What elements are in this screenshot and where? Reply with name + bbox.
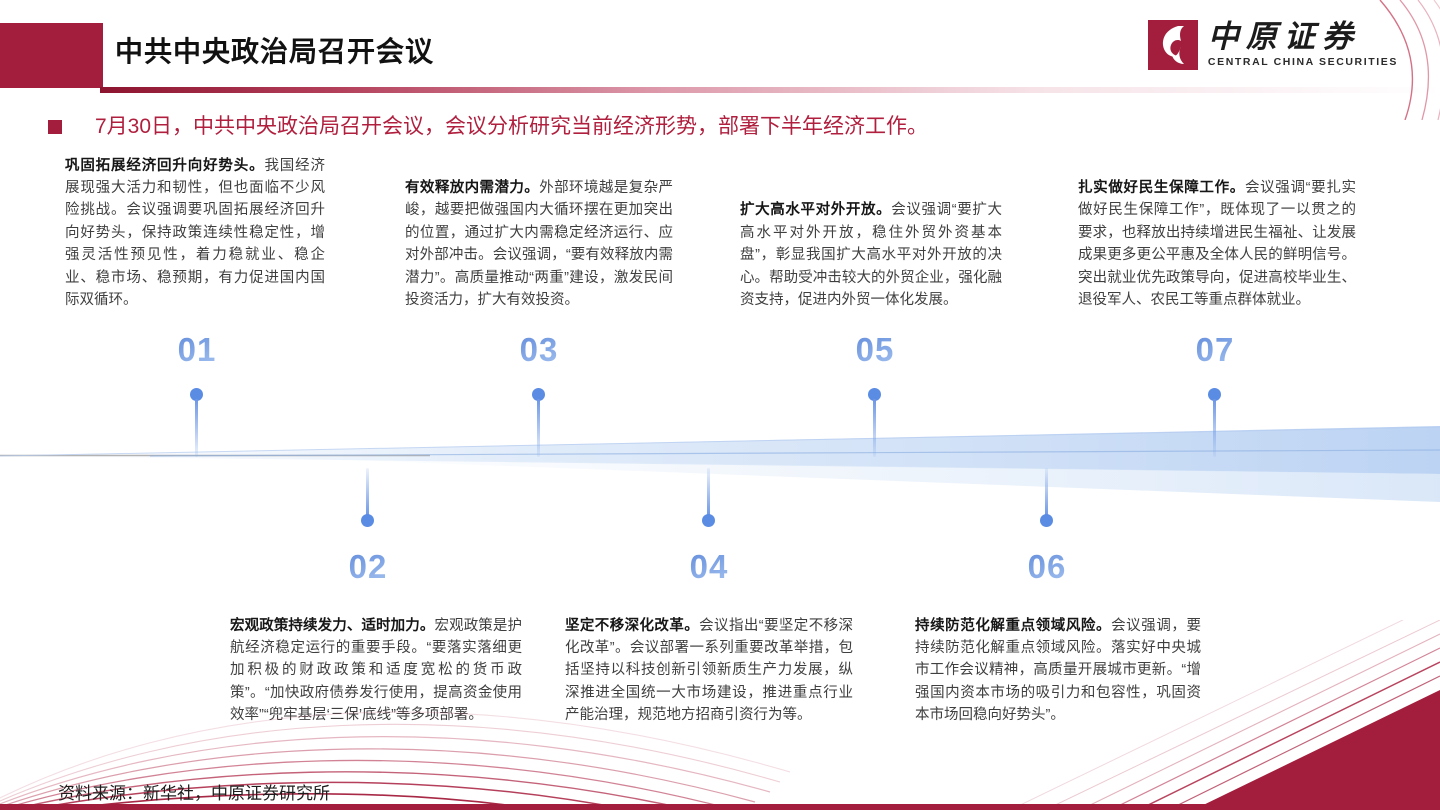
item-number: 05 [830,331,920,369]
ccs-swirl-icon [1147,20,1198,70]
timeline-pin-stem [873,399,876,457]
timeline-pin-stem [366,468,369,516]
timeline-pin-stem [1213,399,1216,457]
timeline-pin-dot [868,388,881,401]
item-text: 有效释放内需潜力。外部环境越是复杂严峻，越要把做强国内大循环摆在更加突出的位置，… [405,177,673,311]
item-title: 持续防范化解重点领域风险。 [915,617,1112,634]
item-number: 04 [664,548,754,586]
logo-chinese-name: 中原证券 [1207,19,1360,55]
header-divider [100,87,1440,93]
item-title: 扎实做好民生保障工作。 [1078,180,1245,197]
source-note: 资料来源：新华社，中原证券研究所 [58,784,330,803]
timeline-pin-dot [1208,388,1221,401]
item-title: 宏观政策持续发力、适时加力。 [230,617,435,634]
timeline-arrow-band [0,426,1440,502]
timeline-pin-stem [707,468,710,516]
item-body: 会议强调“要扩大高水平对外开放，稳住外贸外资基本盘”，彰显我国扩大高水平对外开放… [740,202,1003,309]
timeline-pin-stem [537,399,540,457]
timeline-pin-dot [1040,514,1053,527]
timeline-pin-dot [190,388,203,401]
item-title: 有效释放内需潜力。 [405,180,540,197]
item-number: 02 [323,548,413,586]
item-number: 03 [494,331,584,369]
item-text: 巩固拓展经济回升向好势头。我国经济展现强大活力和韧性，但也面临不少风险挑战。会议… [65,155,325,312]
item-title: 坚定不移深化改革。 [565,617,700,634]
header-accent-block [0,23,103,88]
timeline-pin-dot [361,514,374,527]
timeline-pin-dot [702,514,715,527]
item-text: 扎实做好民生保障工作。会议强调“要扎实做好民生保障工作”，既体现了一以贯之的要求… [1078,177,1356,311]
item-text: 坚定不移深化改革。会议指出“要坚定不移深化改革”。会议部署一系列重要改革举措，包… [565,615,853,727]
item-number: 07 [1170,331,1260,369]
item-body: 会议指出“要坚定不移深化改革”。会议部署一系列重要改革举措，包括坚持以科技创新引… [565,617,854,724]
bottom-edge-bar [0,804,1440,810]
item-body: 宏观政策是护航经济稳定运行的重要手段。“要落实落细更加积极的财政政策和适度宽松的… [230,617,523,724]
company-logo: 中原证券 CENTRAL CHINA SECURITIES [1147,19,1398,70]
item-text: 宏观政策持续发力、适时加力。宏观政策是护航经济稳定运行的重要手段。“要落实落细更… [230,615,522,727]
item-text: 扩大高水平对外开放。会议强调“要扩大高水平对外开放，稳住外贸外资基本盘”，彰显我… [740,199,1002,311]
timeline-pin-stem [195,399,198,457]
page-title: 中共中央政治局召开会议 [115,36,435,67]
item-body: 外部环境越是复杂严峻，越要把做强国内大循环摆在更加突出的位置，通过扩大内需稳定经… [405,180,674,309]
intro-text: 7月30日，中共中央政治局召开会议，会议分析研究当前经济形势，部署下半年经济工作… [95,115,929,138]
item-body: 会议强调“要扎实做好民生保障工作”，既体现了一以贯之的要求，也释放出持续增进民生… [1078,180,1356,309]
item-title: 扩大高水平对外开放。 [740,202,892,219]
item-body: 我国经济展现强大活力和韧性，但也面临不少风险挑战。会议强调要巩固拓展经济回升向好… [65,157,325,309]
item-text: 持续防范化解重点领域风险。会议强调，要持续防范化解重点领域风险。落实好中央城市工… [915,615,1201,727]
timeline-pin-dot [532,388,545,401]
bullet-square-icon [48,120,62,134]
timeline-pin-stem [1045,468,1048,516]
item-number: 06 [1002,548,1092,586]
item-number: 01 [152,331,242,369]
item-title: 巩固拓展经济回升向好势头。 [65,157,265,174]
logo-english-name: CENTRAL CHINA SECURITIES [1207,56,1398,68]
intro-bullet-row: 7月30日，中共中央政治局召开会议，会议分析研究当前经济形势，部署下半年经济工作… [48,112,928,142]
